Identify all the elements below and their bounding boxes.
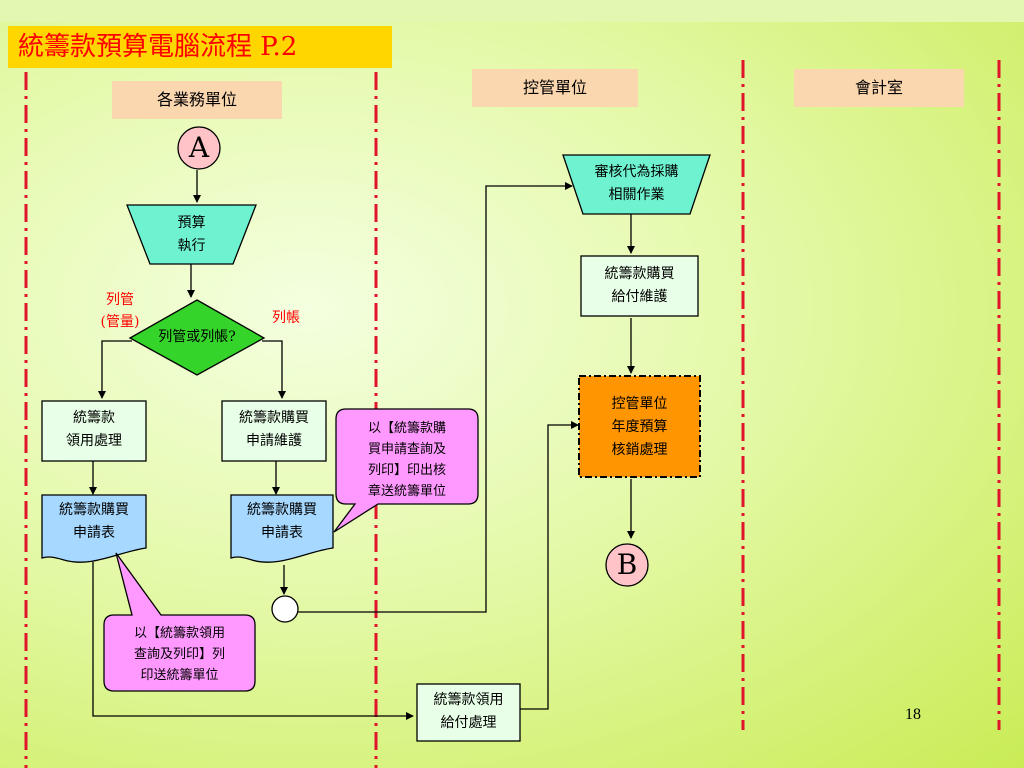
annual-writeoff-line2: 年度預算 bbox=[611, 419, 668, 435]
edge-decision-left bbox=[98, 340, 132, 399]
form-left-line2: 申請表 bbox=[73, 525, 115, 541]
callout-left-line1: 以【統籌款領用 bbox=[133, 626, 225, 641]
pay-maint-line1: 統籌款購買 bbox=[604, 266, 675, 282]
edge-use-pay-to-writeoff bbox=[520, 421, 579, 710]
pay-maint-line2: 給付維護 bbox=[611, 289, 668, 305]
use-process-box bbox=[41, 400, 147, 462]
callout-right-line4: 章送統籌單位 bbox=[367, 484, 446, 499]
review-line2: 相關作業 bbox=[608, 187, 665, 203]
decision-diamond bbox=[128, 299, 266, 376]
form-right-line2: 申請表 bbox=[261, 525, 303, 541]
purchase-maint-line2: 申請維護 bbox=[246, 433, 302, 449]
connector-b bbox=[605, 543, 649, 587]
review-shape bbox=[562, 154, 711, 215]
form-left-doc bbox=[41, 494, 147, 563]
form-right-line1: 統籌款購買 bbox=[247, 502, 317, 518]
callout-right-line3: 列印】印出核 bbox=[367, 463, 446, 478]
top-strip bbox=[0, 0, 1024, 22]
use-process-line1: 統籌款 bbox=[73, 410, 115, 426]
use-pay-line2: 給付處理 bbox=[440, 715, 497, 731]
connector-b-label: B bbox=[616, 548, 638, 581]
callout-left-shape bbox=[103, 552, 256, 692]
lane-header-accounting: 會計室 bbox=[794, 69, 964, 107]
purchase-maint-box bbox=[221, 400, 327, 462]
edge-junction-to-review bbox=[298, 182, 573, 613]
callout-left-line2: 查詢及列印】列 bbox=[133, 647, 225, 662]
junction-circle bbox=[271, 595, 299, 623]
annual-writeoff-line1: 控管單位 bbox=[611, 396, 668, 412]
connector-a-label: A bbox=[188, 131, 210, 164]
lane-header-control: 控管單位 bbox=[472, 69, 638, 107]
budget-exec-line2: 執行 bbox=[177, 238, 206, 254]
use-pay-line1: 統籌款領用 bbox=[433, 692, 504, 708]
edge-decision-right bbox=[262, 340, 286, 399]
connector-a bbox=[177, 126, 221, 170]
pay-maint-box bbox=[580, 255, 699, 317]
review-line1: 審核代為採購 bbox=[594, 164, 679, 180]
branch-right-label: 列帳 bbox=[272, 310, 300, 326]
budget-exec-shape bbox=[126, 204, 257, 265]
annual-writeoff-box bbox=[578, 375, 701, 478]
budget-exec-line1: 預算 bbox=[177, 215, 206, 231]
slide-title: 統籌款預算電腦流程 P.2 bbox=[8, 26, 392, 68]
annual-writeoff-line3: 核銷處理 bbox=[611, 442, 668, 458]
branch-left-line1: 列管 bbox=[106, 292, 134, 308]
callout-right-line1: 以【統籌款購 bbox=[367, 421, 446, 436]
use-pay-box bbox=[416, 683, 521, 742]
callout-right-line2: 買申請查詢及 bbox=[367, 442, 446, 457]
callout-right-shape bbox=[333, 408, 479, 533]
branch-left-line2: (管量) bbox=[100, 314, 140, 330]
form-right-doc bbox=[230, 494, 334, 563]
decision-label: 列管或列帳? bbox=[158, 329, 236, 345]
lane-header-business: 各業務單位 bbox=[112, 81, 282, 119]
use-process-line2: 領用處理 bbox=[66, 433, 122, 449]
purchase-maint-line1: 統籌款購買 bbox=[239, 410, 309, 426]
callout-left-line3: 印送統籌單位 bbox=[140, 668, 219, 683]
form-left-line1: 統籌款購買 bbox=[59, 502, 129, 518]
page-number: 18 bbox=[905, 706, 921, 723]
edge-form-to-use-pay bbox=[92, 562, 414, 720]
